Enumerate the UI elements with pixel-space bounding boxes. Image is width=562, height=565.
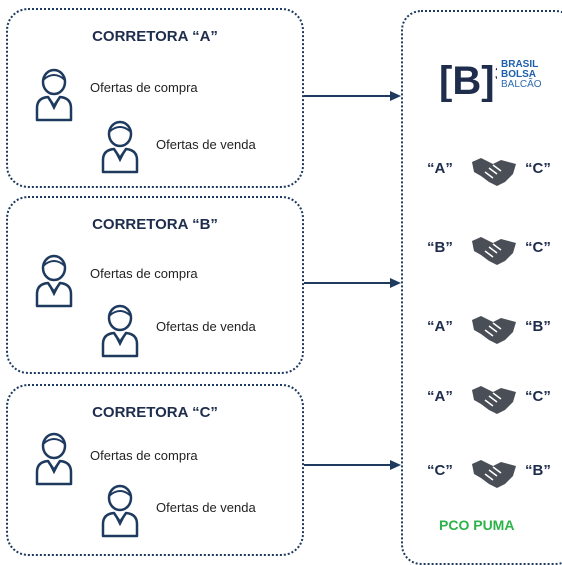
buy-offers-label: Ofertas de compra xyxy=(90,448,198,463)
handshake-icon xyxy=(472,386,516,414)
person-icon xyxy=(101,304,139,358)
broker-box-b: CORRETORA “B” Ofertas de compra Ofertas … xyxy=(6,196,304,374)
party-right: “C” xyxy=(525,388,551,405)
broker-title: CORRETORA “B” xyxy=(92,216,218,233)
logo-line-2: BOLSA xyxy=(501,69,536,80)
b3-logo-text: BRASIL BOLSA BALCÃO xyxy=(501,60,542,90)
party-left: “A” xyxy=(427,160,453,177)
party-right: “C” xyxy=(525,160,551,177)
buy-offers-label: Ofertas de compra xyxy=(90,80,198,95)
party-right: “B” xyxy=(525,318,551,335)
logo-line-3: BALCÃO xyxy=(501,79,542,90)
handshake-icon xyxy=(472,158,516,186)
handshake-icon xyxy=(472,316,516,344)
broker-box-a: CORRETORA “A” Ofertas de compra Ofertas … xyxy=(6,8,304,188)
handshake-icon xyxy=(472,460,516,488)
sell-offers-label: Ofertas de venda xyxy=(156,137,256,152)
match-row: “B” “C” xyxy=(403,231,562,271)
broker-title: CORRETORA “C” xyxy=(92,404,218,421)
person-icon xyxy=(35,68,73,122)
person-icon xyxy=(101,120,139,174)
logo-line-1: BRASIL xyxy=(501,59,539,70)
party-left: “A” xyxy=(427,318,453,335)
match-row: “A” “C” xyxy=(403,152,562,192)
match-row: “C” “B” xyxy=(403,454,562,494)
svg-text:[B]³: [B]³ xyxy=(439,59,497,102)
broker-box-c: CORRETORA “C” Ofertas de compra Ofertas … xyxy=(6,384,304,556)
party-right: “C” xyxy=(525,239,551,256)
sell-offers-label: Ofertas de venda xyxy=(156,500,256,515)
party-left: “C” xyxy=(427,462,453,479)
person-icon xyxy=(35,432,73,486)
person-icon xyxy=(101,484,139,538)
party-left: “A” xyxy=(427,388,453,405)
arrow-icon xyxy=(304,91,401,101)
party-left: “B” xyxy=(427,239,453,256)
match-row: “A” “B” xyxy=(403,310,562,350)
broker-title: CORRETORA “A” xyxy=(92,28,218,45)
arrow-icon xyxy=(304,460,401,470)
b3-logo: [B]³ xyxy=(439,59,497,102)
arrow-icon xyxy=(304,278,401,288)
buy-offers-label: Ofertas de compra xyxy=(90,266,198,281)
match-row: “A” “C” xyxy=(403,380,562,420)
person-icon xyxy=(35,254,73,308)
party-right: “B” xyxy=(525,462,551,479)
handshake-icon xyxy=(472,237,516,265)
exchange-box: [B]³ BRASIL BOLSA BALCÃO “A” “C” “B” “C”… xyxy=(401,10,562,565)
pco-puma-label: PCO PUMA xyxy=(439,517,515,533)
sell-offers-label: Ofertas de venda xyxy=(156,319,256,334)
